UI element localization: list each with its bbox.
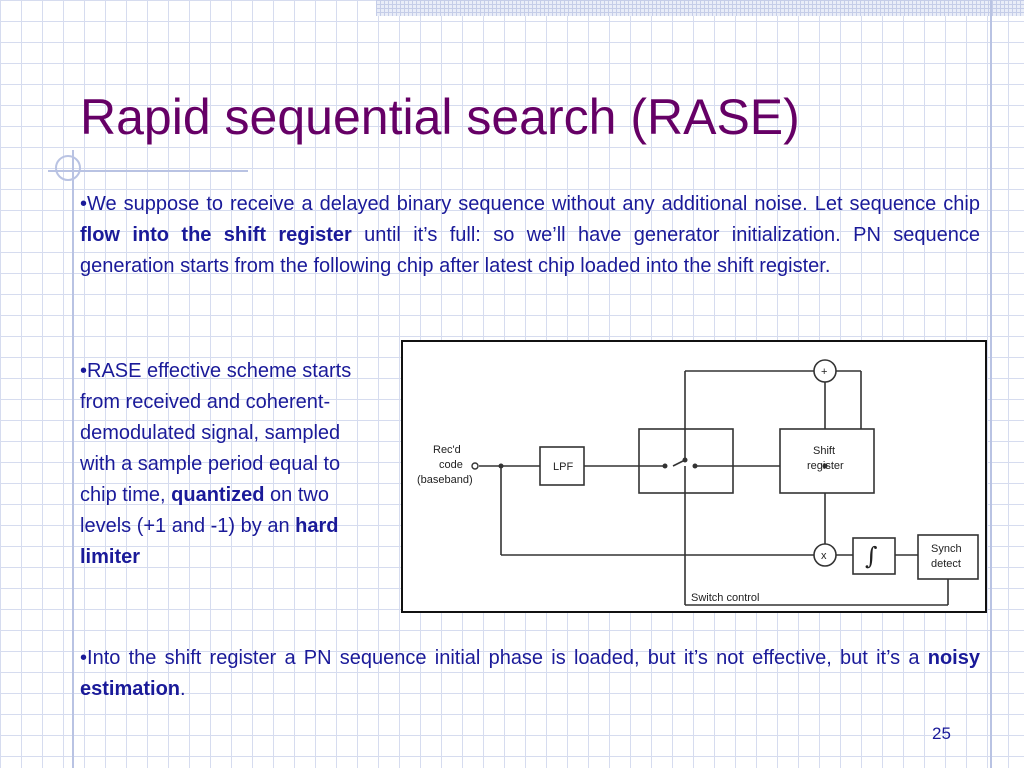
bullet: • (80, 360, 88, 382)
title-underline (48, 170, 248, 172)
integrator-symbol: ∫ (865, 542, 878, 570)
page-number: 25 (932, 724, 951, 743)
left-decorative-line (72, 150, 74, 768)
synch-detect-label-line-1: Synch (931, 543, 962, 555)
synch-detect-label-line-2: detect (931, 558, 961, 570)
rase-block-diagram: Rec'd code (baseband) LPF Shift register… (401, 340, 987, 613)
top-decorative-band (376, 0, 1024, 16)
shift-register-label-line-1: Shift (813, 445, 835, 457)
shift-register-label-line-2: register (807, 460, 844, 472)
diagram-svg: Rec'd code (baseband) LPF Shift register… (417, 359, 979, 606)
bullet: • (80, 193, 88, 215)
crosshair-ornament-icon (55, 155, 81, 181)
paragraph-3-text-before: Into the shift register a PN sequence in… (87, 647, 928, 669)
input-label-line-1: Rec'd (433, 444, 461, 456)
paragraph-3: •Into the shift register a PN sequence i… (80, 643, 980, 705)
paragraph-1: •We suppose to receive a delayed binary … (80, 189, 980, 282)
paragraph-2: •RASE effective scheme starts from recei… (80, 356, 380, 573)
paragraph-3-bold: noisy estimation (80, 647, 980, 700)
input-label-line-3: (baseband) (417, 474, 473, 486)
lpf-label: LPF (553, 461, 573, 473)
paragraph-1-text-after: until it’s full: so we’ll have generator… (80, 224, 981, 277)
paragraph-2-text-middle: on two levels (+1 and -1) by an (80, 484, 329, 537)
right-decorative-line (990, 0, 992, 768)
paragraph-2-bold-hard-limiter: hard limiter (80, 515, 339, 568)
multiply-node-symbol: x (821, 550, 827, 562)
paragraph-1-text-before: We suppose to receive a delayed binary s… (87, 193, 980, 215)
paragraph-2-bold-quantized: quantized (171, 484, 265, 506)
paragraph-3-text-after: . (180, 678, 186, 700)
bullet: • (80, 647, 88, 669)
input-label-line-2: code (439, 459, 463, 471)
switch-control-label: Switch control (691, 592, 759, 604)
slide-title: Rapid sequential search (RASE) (80, 89, 800, 145)
sum-node-symbol: + (821, 366, 827, 378)
paragraph-2-text-before: RASE effective scheme starts from receiv… (80, 360, 352, 506)
paragraph-1-bold: flow into the shift register (80, 224, 352, 246)
